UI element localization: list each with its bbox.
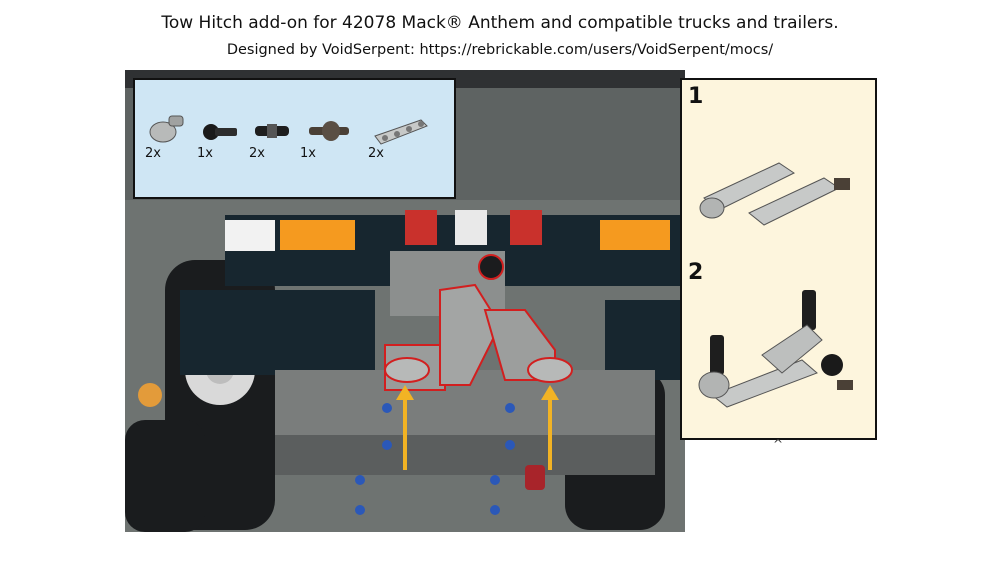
page-title: Tow Hitch add-on for 42078 Mack® Anthem … [161,13,839,33]
left-hub-cap [138,383,162,407]
tow-hitch-assembly [384,254,573,391]
pin-connector-icon [143,110,193,150]
left-orange-light [280,220,355,250]
caret-marker: ^ [773,437,784,451]
part-qty: 2x [368,146,384,161]
parts-list-box: 2x 1x 2x 1x 2x [133,78,456,199]
left-tire-front [125,420,205,532]
right-mudguard [605,300,685,380]
red-light-right [510,210,542,245]
liftarm-icon [371,110,431,150]
left-mudguard [180,290,375,375]
designer-credit: Designed by VoidSerpent: https://rebrick… [226,42,774,58]
part-qty: 1x [300,146,316,161]
step-1-illustration [699,162,850,226]
axle-joiner-icon [305,110,355,150]
build-steps-box: 1 2 [680,78,877,440]
step-number: 2 [688,260,704,285]
part-qty: 2x [249,146,265,161]
direction-arrows [396,385,559,470]
ball-joint-icon [195,110,245,150]
red-light-left [405,210,437,245]
step-2-illustration [698,290,853,408]
friction-pin-icon [247,110,297,150]
part-qty: 1x [197,146,213,161]
white-light [455,210,487,245]
part-qty: 2x [145,146,161,161]
right-orange-light [600,220,670,250]
step-number: 1 [688,84,704,109]
